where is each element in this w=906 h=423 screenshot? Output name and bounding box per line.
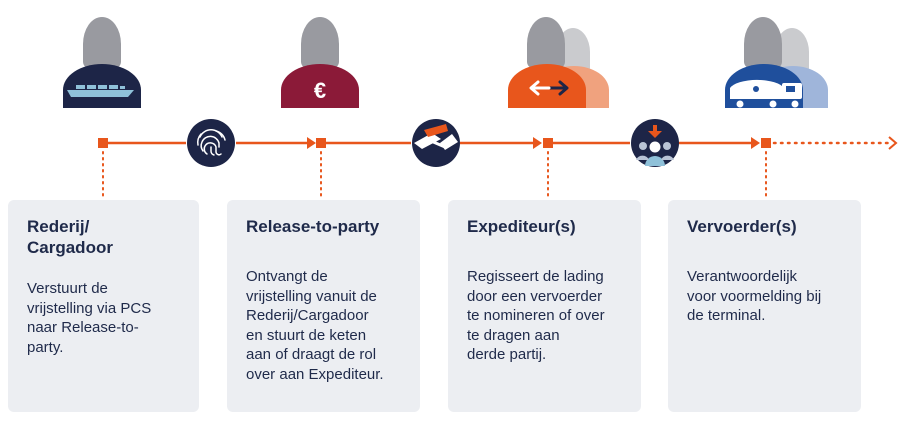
stage-description: Verstuurt de vrijstelling via PCS naar R… [27,280,152,356]
stage-card-release-to-party: Release-to-party Ontvangt de vrijstellin… [227,200,420,412]
euro-person-icon: € [281,17,359,108]
timeline-node [98,138,108,148]
stage-title: Vervoerder(s) [687,217,797,236]
open-arrow-icon [888,136,898,150]
stage-card-rederij: Rederij/ Cargadoor Verstuurt de vrijstel… [8,200,199,412]
nominate-person-icon [631,119,679,167]
timeline-node [761,138,771,148]
ship-person-icon [63,17,141,108]
stage-description: Regisseert de lading door een vervoerder… [467,268,605,363]
timeline [98,136,898,199]
arrows-people-icon [508,17,609,108]
timeline-node [316,138,326,148]
truck-people-icon [725,17,828,108]
stage-title: Rederij/ Cargadoor [27,217,113,257]
stage-title: Expediteur(s) [467,217,576,236]
arrow-head-icon [533,137,542,149]
timeline-node [543,138,553,148]
arrow-head-icon [307,137,316,149]
arrow-head-icon [751,137,760,149]
fingerprint-icon [187,119,235,167]
handshake-icon [412,119,460,167]
euro-badge: € [314,78,326,103]
stage-title: Release-to-party [246,217,380,236]
stage-card-expediteur: Expediteur(s) Regisseert de lading door … [448,200,641,412]
stage-description: Ontvangt de vrijstelling vanuit de Reder… [246,268,384,383]
stage-description: Verantwoordelijk voor voormelding bij de… [687,268,822,324]
stage-card-vervoerder: Vervoerder(s) Verantwoordelijk voor voor… [668,200,861,412]
